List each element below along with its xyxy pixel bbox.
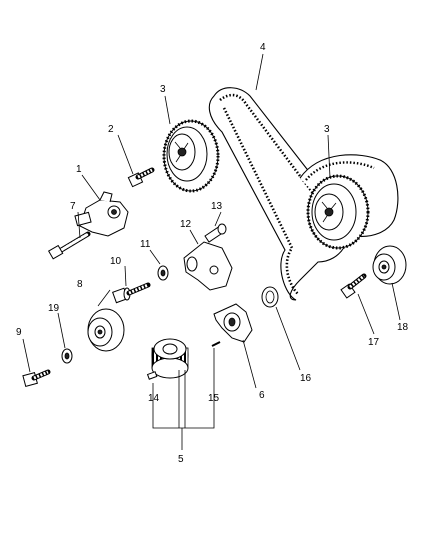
idler-pulley-18: [372, 245, 407, 285]
washer-11: [157, 265, 169, 281]
callout-12: 12: [180, 219, 192, 230]
callout-5: 5: [178, 454, 184, 465]
timing-belt: [208, 87, 399, 301]
tensioner-bracket: [183, 241, 233, 291]
callout-3-right: 3: [324, 124, 330, 135]
callout-4: 4: [260, 42, 266, 53]
crankshaft-sprocket: [151, 338, 189, 379]
camshaft-sprocket-right: [306, 174, 370, 250]
callout-3-left: 3: [160, 84, 166, 95]
washer-19: [61, 348, 73, 364]
washer-16: [261, 286, 279, 308]
callout-17: 17: [368, 337, 380, 348]
key-14: [146, 371, 158, 380]
callout-8: 8: [77, 279, 83, 290]
bolt-7: [47, 231, 91, 260]
callout-15: 15: [208, 393, 220, 404]
callout-18: 18: [397, 322, 409, 333]
key-15: [211, 341, 221, 347]
timing-belt-tensioner: [74, 191, 129, 237]
callout-14: 14: [148, 393, 160, 404]
callout-7: 7: [70, 201, 76, 212]
callout-13: 13: [211, 201, 223, 212]
leader-lines: [22, 53, 401, 450]
bolt-10: [112, 282, 151, 304]
callout-6: 6: [259, 390, 265, 401]
camshaft-sprocket-left: [162, 119, 220, 193]
bolt-9: [22, 369, 51, 387]
callout-16: 16: [300, 373, 312, 384]
callout-9: 9: [16, 327, 22, 338]
stud-13: [204, 223, 227, 243]
callout-numbers: 1 2 3 3 4 5 6 7 8 9 10 11 12 13 14 15 16…: [16, 42, 409, 465]
idler-pulley-8: [87, 308, 125, 352]
callout-10: 10: [110, 256, 122, 267]
callout-11: 11: [140, 239, 151, 250]
callout-19: 19: [48, 303, 60, 314]
bolt-2: [127, 167, 155, 188]
bolt-17: [340, 273, 367, 299]
crank-sensor-plate: [213, 303, 253, 343]
callout-2: 2: [108, 124, 114, 135]
callout-1: 1: [76, 164, 82, 175]
